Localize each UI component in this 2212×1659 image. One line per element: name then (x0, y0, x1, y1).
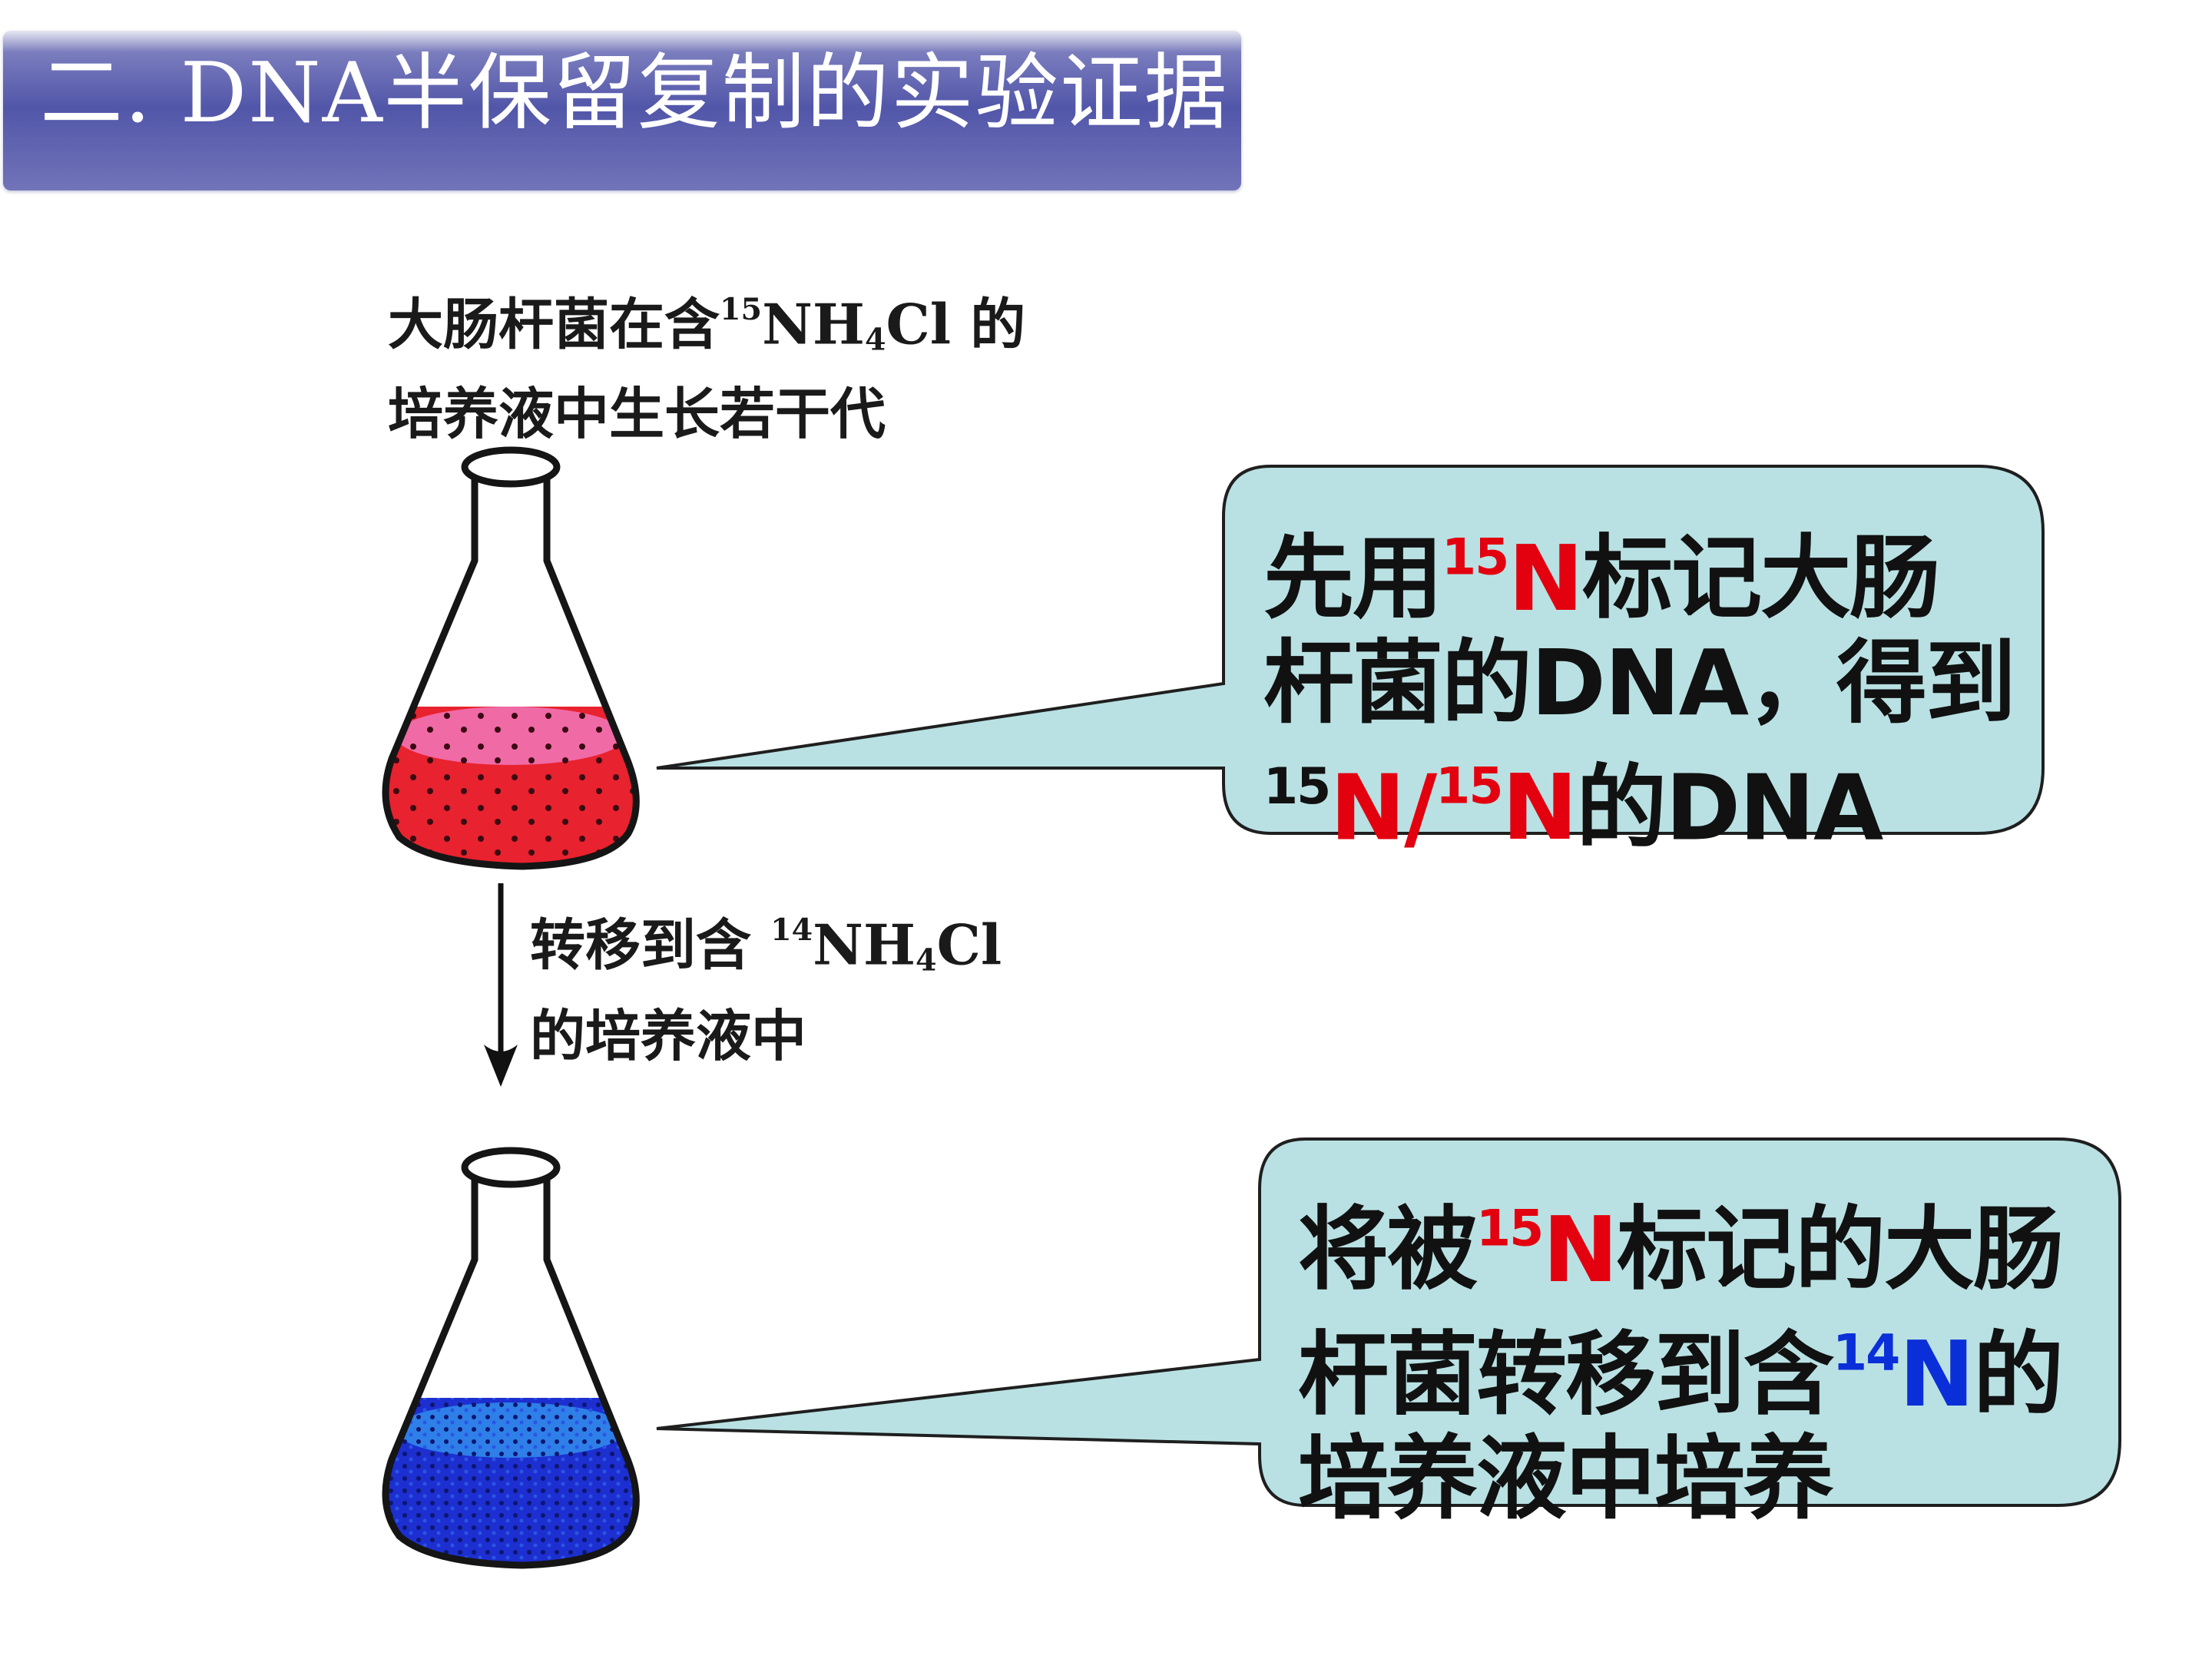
caption-text: 培养液中生长若干代 (388, 380, 886, 446)
callout-text: 标记的大肠 (1617, 1196, 2064, 1303)
isotope-mass: 14 (770, 912, 813, 948)
caption-text: 大肠杆菌在含 (388, 291, 720, 357)
callout-1-text: 先用15N标记大肠 杆菌的DNA，得到 15N/15N的DNA (1263, 505, 2016, 861)
callout-text: 的 (1973, 1321, 2064, 1428)
isotope-mass: 15 (720, 292, 763, 327)
page-title: 二. DNA半保留复制的实验证据 (40, 45, 1229, 141)
caption-text: 转移到含 (530, 912, 752, 978)
isotope-mass: 15 (1476, 1200, 1544, 1257)
isotope-mass: 14 (1833, 1324, 1900, 1382)
isotope-mass: 15 (1263, 757, 1331, 816)
subscript: 4 (916, 942, 937, 979)
flask-15n (382, 446, 640, 870)
callout-bubble-1 (656, 465, 2045, 835)
callout-text: 先用 (1263, 525, 1443, 631)
callout-text: 的DNA (1576, 754, 1883, 861)
transfer-arrow-icon (484, 883, 518, 1087)
isotope-symbol: N (1899, 1321, 1975, 1428)
top-flask-caption: 大肠杆菌在含15NH4Cl 的 培养液中生长若干代 (388, 273, 1025, 451)
subscript: 4 (864, 322, 886, 358)
callout-text: 杆菌的DNA，得到 (1263, 629, 2016, 736)
caption-text: Cl (936, 912, 1002, 978)
callout-bubble-2 (656, 1137, 2121, 1507)
callout-2-text: 将被15N标记的大肠 杆菌转移到含14N的 培养液中培养 (1298, 1177, 2064, 1532)
caption-text: Cl 的 (886, 291, 1026, 357)
caption-text: NH (813, 912, 916, 978)
flask-14n (382, 1147, 640, 1569)
isotope-symbol: N (1502, 754, 1578, 861)
isotope-symbol: N (1542, 1196, 1618, 1303)
callout-text: 培养液中培养 (1298, 1426, 1834, 1532)
isotope-symbol: N (1508, 525, 1584, 631)
isotope-mass: 15 (1442, 528, 1509, 586)
callout-text: 标记大肠 (1582, 525, 1940, 631)
caption-text: 的培养液中 (530, 1002, 807, 1068)
transfer-caption: 转移到含 14NH4Cl 的培养液中 (530, 892, 1002, 1074)
callout-text: 将被 (1298, 1196, 1478, 1303)
callout-text: 杆菌转移到含 (1298, 1321, 1834, 1428)
isotope-symbol: N/ (1330, 754, 1437, 861)
caption-text: NH (762, 291, 865, 357)
isotope-mass: 15 (1435, 757, 1503, 816)
title-banner (3, 31, 1241, 190)
